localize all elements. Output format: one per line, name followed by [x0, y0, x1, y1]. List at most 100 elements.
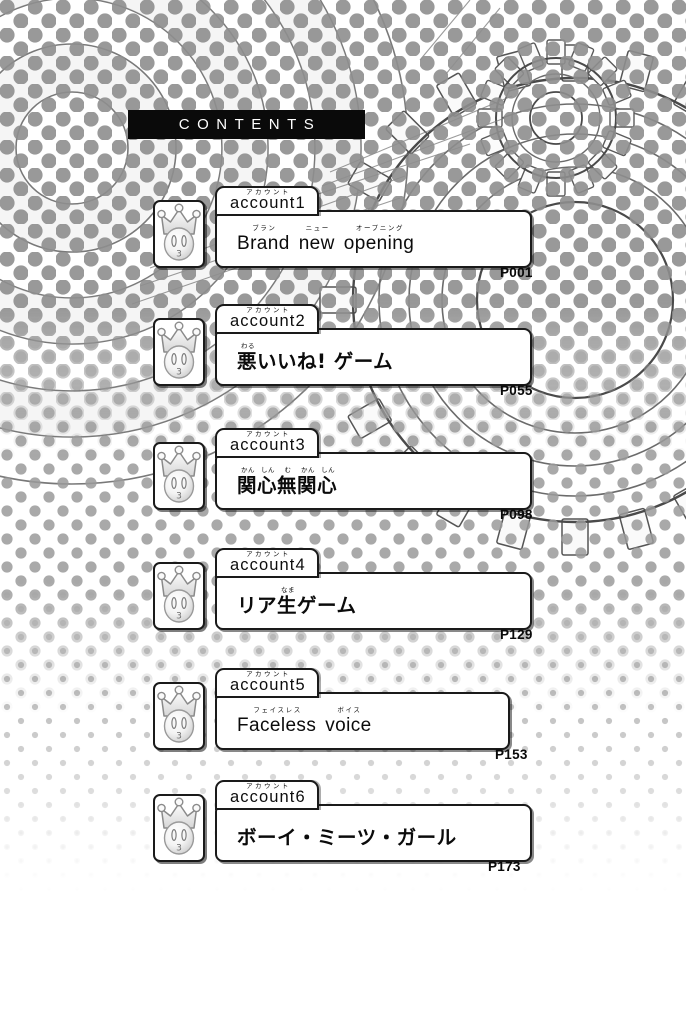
title-ruby: ニュー: [305, 224, 330, 232]
entry-page-number: P129: [500, 627, 533, 642]
entry-icon-box: 3: [153, 200, 205, 268]
title-ruby: しん: [261, 466, 276, 474]
entry-title-inner: ブラン Brand ニュー new オープニング opening: [237, 212, 522, 266]
title-segment: かん 関: [297, 466, 317, 496]
entry-account-tab[interactable]: アカウント account1: [215, 186, 319, 216]
title-segment: しん 心: [257, 466, 277, 496]
title-base: いいね! ゲーム: [257, 350, 394, 373]
title-base: 心: [317, 474, 338, 497]
title-segment: なま 生: [277, 586, 297, 616]
entry-account-tab[interactable]: アカウント account2: [215, 304, 319, 334]
title-ruby: わる: [241, 342, 255, 350]
crown-character-icon: 3: [157, 203, 201, 261]
title-segment: わる 悪: [237, 342, 257, 372]
title-base: ボーイ・ミーツ・ガール: [237, 826, 457, 849]
entry-icon-box: 3: [153, 682, 205, 750]
title-base: voice: [325, 715, 372, 736]
title-base: Faceless: [237, 715, 317, 736]
title-space: [290, 236, 299, 254]
entry-account-label: account4: [230, 556, 306, 574]
title-segment: しん 心: [317, 466, 337, 496]
entry-account-label: account1: [230, 194, 306, 212]
entry-account-ruby: アカウント: [246, 188, 291, 196]
entry-title-line: ボーイ・ミーツ・ガール: [237, 818, 457, 848]
entry-account-ruby: アカウント: [246, 550, 291, 558]
entry-account-tab[interactable]: アカウント account4: [215, 548, 319, 578]
title-ruby: ブラン: [252, 224, 277, 232]
entry-account-tab[interactable]: アカウント account6: [215, 780, 319, 810]
entry-title-inner: わる 悪 いいね! ゲーム: [237, 330, 522, 384]
svg-text:3: 3: [176, 250, 182, 260]
entry-title-inner: リア なま 生 ゲーム: [237, 574, 522, 628]
entry-icon-box: 3: [153, 562, 205, 630]
title-segment: いいね! ゲーム: [257, 342, 393, 372]
svg-text:3: 3: [176, 844, 182, 854]
title-base: 生: [277, 594, 298, 617]
title-segment: ボーイ・ミーツ・ガール: [237, 818, 457, 848]
title-ruby: フェイスレス: [253, 706, 302, 714]
svg-text:3: 3: [176, 732, 182, 742]
title-segment: む 無: [277, 466, 297, 496]
entry-account-label: account6: [230, 788, 306, 806]
title-base: ゲーム: [297, 594, 357, 617]
title-space: [335, 236, 344, 254]
title-ruby: オープニング: [355, 224, 405, 232]
title-ruby: ボイス: [337, 706, 362, 714]
title-segment: オープニング opening: [344, 224, 414, 254]
entry-title-line: わる 悪 いいね! ゲーム: [237, 342, 393, 372]
title-base: 無: [277, 474, 298, 497]
title-base: 悪: [237, 350, 258, 373]
title-segment: ボイス voice: [325, 706, 371, 736]
svg-text:3: 3: [176, 492, 182, 502]
entry-icon-box: 3: [153, 442, 205, 510]
title-base: opening: [343, 233, 415, 254]
title-base: Brand: [237, 233, 290, 254]
crown-character-icon: 3: [157, 565, 201, 623]
crown-character-icon: 3: [157, 685, 201, 743]
entry-title-box[interactable]: ボーイ・ミーツ・ガール: [215, 804, 532, 862]
title-base: 関: [297, 474, 318, 497]
entry-title-box[interactable]: かん 関 しん 心 む 無 かん 関 しん: [215, 452, 532, 510]
entry-title-line: ブラン Brand ニュー new オープニング opening: [237, 224, 414, 254]
entry-account-label: account3: [230, 436, 306, 454]
title-ruby: なま: [281, 586, 296, 594]
title-segment: ブラン Brand: [237, 224, 290, 254]
title-segment: かん 関: [237, 466, 257, 496]
title-segment: フェイスレス Faceless: [237, 706, 316, 736]
entry-title-line: リア なま 生 ゲーム: [237, 586, 356, 616]
entry-title-box[interactable]: フェイスレス Faceless ボイス voice: [215, 692, 510, 750]
entry-title-box[interactable]: リア なま 生 ゲーム: [215, 572, 532, 630]
entry-icon-box: 3: [153, 318, 205, 386]
title-segment: リア: [237, 586, 277, 616]
crown-character-icon: 3: [157, 445, 201, 503]
entry-title-box[interactable]: わる 悪 いいね! ゲーム: [215, 328, 532, 386]
entry-title-inner: ボーイ・ミーツ・ガール: [237, 806, 522, 860]
entry-account-ruby: アカウント: [246, 306, 291, 314]
entry-account-ruby: アカウント: [246, 670, 291, 678]
title-ruby: しん: [321, 466, 336, 474]
entry-page-number: P098: [500, 507, 533, 522]
entry-account-label: account5: [230, 676, 306, 694]
title-segment: ニュー new: [299, 224, 335, 254]
title-ruby: む: [284, 466, 292, 474]
title-ruby: かん: [301, 466, 316, 474]
svg-text:3: 3: [176, 612, 182, 622]
title-base: 心: [257, 474, 278, 497]
entry-account-tab[interactable]: アカウント account5: [215, 668, 319, 698]
entry-account-tab[interactable]: アカウント account3: [215, 428, 319, 458]
entry-page-number: P173: [488, 859, 521, 874]
entry-title-line: かん 関 しん 心 む 無 かん 関 しん: [237, 466, 337, 496]
title-base: リア: [237, 594, 278, 617]
entry-account-ruby: アカウント: [246, 430, 291, 438]
crown-character-icon: 3: [157, 797, 201, 855]
title-space: [316, 718, 325, 736]
crown-character-icon: 3: [157, 321, 201, 379]
entry-page-number: P153: [495, 747, 528, 762]
entry-account-label: account2: [230, 312, 306, 330]
contents-banner-label: CONTENTS: [178, 116, 322, 133]
entry-title-inner: フェイスレス Faceless ボイス voice: [237, 694, 500, 748]
entry-title-box[interactable]: ブラン Brand ニュー new オープニング opening: [215, 210, 532, 268]
